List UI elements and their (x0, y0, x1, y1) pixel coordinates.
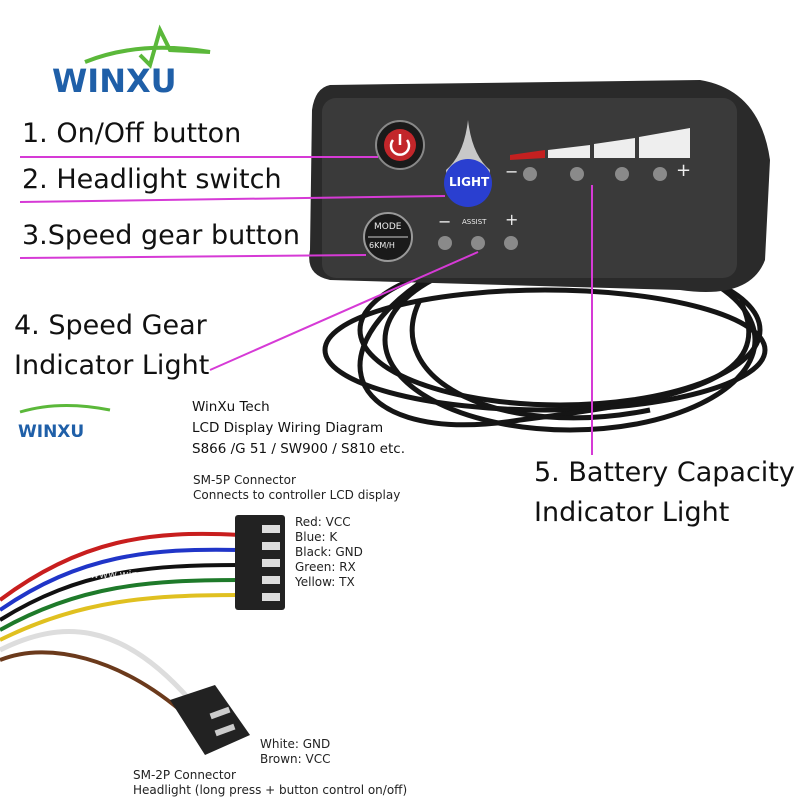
callout-line-headlight (19, 195, 446, 203)
wire-white-line (0, 629, 192, 702)
callout-gear-indicator-2: Indicator Light (14, 350, 210, 381)
wire-brown-line (0, 650, 182, 712)
assist-label: ASSIST (462, 218, 487, 226)
wire-green-line (0, 578, 241, 632)
callout-headlight: 2. Headlight switch (22, 164, 282, 195)
battery-segment (510, 150, 545, 160)
light-button-label: LIGHT (449, 175, 490, 189)
wire-yellow: Yellow: TX (295, 575, 355, 589)
battery-led (523, 167, 537, 181)
battery-segment (594, 138, 635, 158)
assist-led (438, 236, 452, 250)
logo-swoosh-small (19, 404, 111, 414)
wire-white: White: GND (260, 737, 331, 751)
callout-battery-1: 5. Battery Capacity (534, 457, 795, 488)
assist-plus: + (505, 210, 519, 229)
sm2p-desc: Headlight (long press + button control o… (133, 783, 408, 797)
assist-minus: − (438, 212, 452, 231)
wire-red-line (0, 531, 241, 602)
company-name: WinXu Tech (192, 399, 270, 415)
battery-led (653, 167, 667, 181)
sm2p-info: SM-2P Connector Headlight (long press + … (133, 768, 407, 798)
watermark: www.winxutech.com (90, 568, 204, 581)
power-icon (389, 134, 411, 156)
sm5p-wire-list: Red: VCC Blue: K Black: GND Green: RX Ye… (295, 515, 363, 590)
logo-small: WINXU (18, 422, 85, 442)
wire-black-line (0, 563, 241, 622)
diagram-header: WinXu Tech LCD Display Wiring Diagram S8… (192, 397, 405, 460)
wires (0, 531, 241, 712)
assist-led (471, 236, 485, 250)
logo-swoosh (84, 24, 211, 69)
sm2p-wire-list: White: GND Brown: VCC (260, 737, 331, 767)
assist-leds (438, 236, 518, 250)
callout-on-off: 1. On/Off button (22, 118, 242, 149)
assist-led (504, 236, 518, 250)
battery-bar (510, 128, 690, 160)
sm5p-info: SM-5P Connector Connects to controller L… (193, 473, 400, 503)
callout-line-speed-gear (19, 254, 367, 259)
sm5p-connector (235, 515, 285, 610)
sm2p-name: SM-2P Connector (133, 768, 236, 782)
light-button (444, 159, 492, 207)
logo-large: WINXU (52, 62, 177, 100)
battery-led (615, 167, 629, 181)
mode-label: MODE (374, 222, 402, 232)
wire-green: Green: RX (295, 560, 356, 574)
model-list: S866 /G 51 / SW900 / S810 etc. (192, 441, 405, 457)
callout-battery-2: Indicator Light (534, 497, 730, 528)
sm2p-connector (170, 685, 250, 755)
kmh-label: 6KM/H (369, 241, 395, 250)
wire-brown: Brown: VCC (260, 752, 331, 766)
battery-segment (639, 128, 690, 158)
battery-segment (548, 145, 590, 158)
callout-gear-indicator-1: 4. Speed Gear (14, 310, 207, 341)
sm5p-name: SM-5P Connector (193, 473, 296, 487)
diagram-title: LCD Display Wiring Diagram (192, 420, 384, 436)
sm5p-desc: Connects to controller LCD display (193, 488, 401, 502)
battery-minus: − (505, 162, 519, 181)
battery-plus: + (676, 160, 692, 181)
callout-lines (19, 156, 593, 455)
wire-black: Black: GND (295, 545, 363, 559)
wire-blue-line (0, 547, 241, 612)
battery-led (570, 167, 584, 181)
wire-yellow-line (0, 593, 241, 642)
callout-line-gear-indicator (209, 251, 479, 371)
callout-speed-gear: 3.Speed gear button (22, 220, 301, 251)
power-button (375, 120, 425, 170)
battery-leds (523, 167, 667, 181)
mode-button (363, 212, 413, 262)
wire-red: Red: VCC (295, 515, 351, 529)
wire-blue: Blue: K (295, 530, 338, 544)
